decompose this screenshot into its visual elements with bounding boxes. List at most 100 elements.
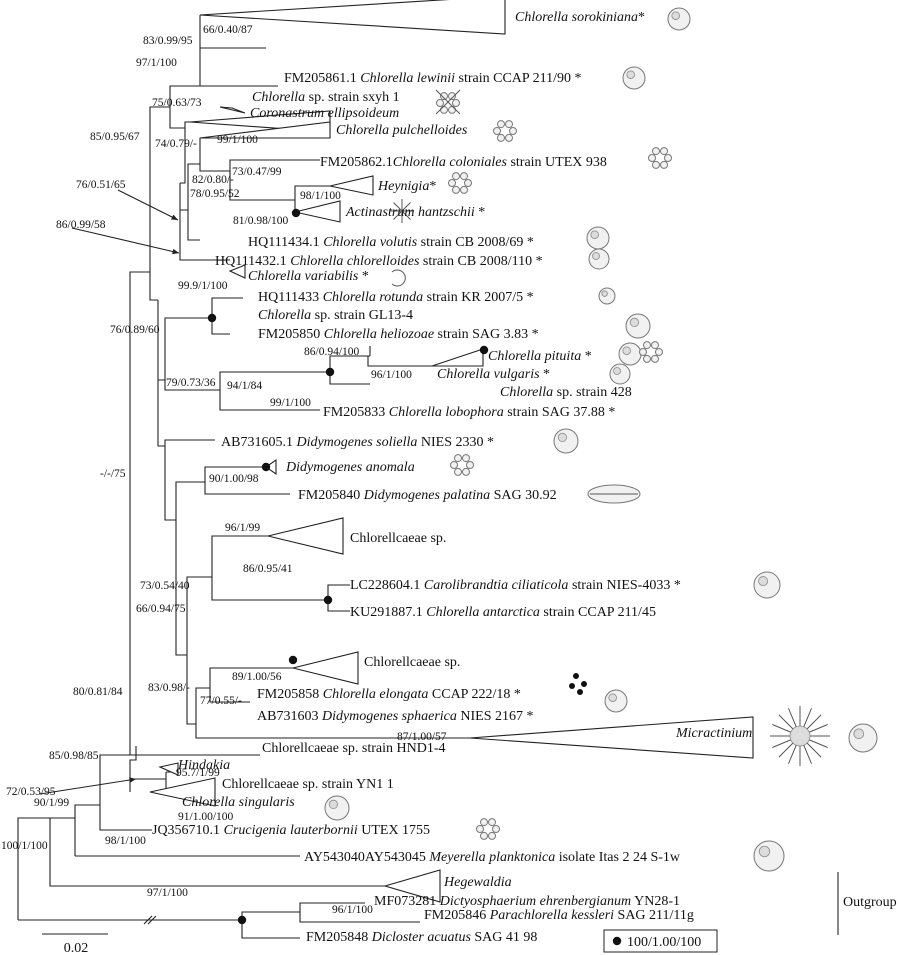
taxon-labels: Chlorella sorokiniana*FM205861.1 Chlorel… (152, 10, 752, 945)
tree-branches (17, 15, 839, 939)
taxon-segment: strain CCAP 211/90 * (455, 71, 582, 86)
colony-cell-icon (652, 147, 660, 156)
taxon-segment: NIES 2330 * (417, 435, 494, 450)
taxon-label-heliozoae: FM205850 Chlorella heliozoae strain SAG … (258, 327, 539, 342)
taxon-segment: strain UTEX 938 (507, 155, 607, 170)
scale-bar-label: 0.02 (64, 941, 89, 955)
taxon-label-anomala: Didymogenes anomala (285, 460, 415, 475)
taxon-label-coloniales: FM205862.1Chlorella coloniales strain UT… (320, 155, 607, 170)
taxon-segment: FM205850 (258, 327, 324, 342)
full-support-dot-4 (261, 462, 271, 472)
taxon-label-volutis: HQ111434.1 Chlorella volutis strain CB 2… (248, 235, 534, 250)
taxon-label-crucigenia: JQ356710.1 Crucigenia lauterbornii UTEX … (152, 823, 430, 838)
support-value-s26: 73/0.54/40 (140, 580, 190, 592)
taxon-segment: Chlorella coloniales (393, 155, 508, 170)
taxon-segment: Chlorella heliozoae (324, 327, 434, 342)
cell-inner-icon-4 (629, 317, 640, 327)
support-value-s29: 83/0.98/- (148, 682, 190, 694)
cell-icon-11 (753, 840, 785, 872)
colony-cell-icon (639, 348, 647, 356)
taxon-segment: AB731605.1 (221, 435, 296, 450)
taxon-label-sphaerica: AB731603 Didymogenes sphaerica NIES 2167… (257, 709, 534, 724)
taxon-segment: FM205840 (298, 488, 364, 503)
support-value-s20: 94/1/84 (227, 380, 262, 392)
legend-box (603, 929, 718, 953)
support-value-s3: 97/1/100 (136, 57, 177, 69)
elongata-cluster-icon (577, 689, 583, 695)
pointer-arrow-1 (71, 227, 180, 254)
elongata-cluster-icon (573, 673, 579, 679)
colony-cell-icon (466, 461, 474, 469)
support-value-s38: 98/1/100 (105, 835, 146, 847)
taxon-segment: isolate Itas 2 24 S-1w (555, 850, 681, 865)
colony-cell-icon (655, 348, 663, 356)
taxon-segment: Micractinium (675, 726, 752, 741)
cell-icon-7 (553, 428, 579, 454)
taxon-segment: Chlorella sorokiniana (515, 10, 638, 25)
support-value-s25: 86/0.95/41 (243, 563, 293, 575)
taxon-segment: SAG 41 98 (471, 930, 538, 945)
taxon-segment: FM205848 (306, 930, 372, 945)
elongata-cluster-icon (569, 683, 575, 689)
taxon-label-chsp1: Chlorellcaeae sp. (350, 531, 446, 546)
support-value-s6: 99/1/100 (217, 134, 258, 146)
colony-cell-icon (454, 467, 462, 476)
taxon-segment: strain CCAP 211/45 (540, 605, 656, 620)
full-support-dot-7 (237, 915, 247, 925)
colony-cell-icon (651, 354, 659, 363)
taxon-segment: sp. strain 428 (553, 385, 632, 400)
taxon-label-rotunda: HQ111433 Chlorella rotunda strain KR 200… (258, 290, 534, 305)
colony-cell-icon (643, 341, 651, 350)
star-cell-icon (393, 202, 403, 212)
taxon-label-vulgaris: Chlorella vulgaris * (437, 367, 550, 382)
support-value-s30: 77/0.55/- (200, 695, 242, 707)
taxon-label-pulchelloides: Chlorella pulchelloides (336, 123, 468, 138)
taxon-label-meyerella: AY543040AY543045 Meyerella planktonica i… (304, 850, 681, 865)
colony-cell-icon (497, 120, 505, 129)
taxon-label-parachlorella: FM205846 Parachlorella kessleri SAG 211/… (424, 908, 694, 923)
support-value-s13: 81/0.98/100 (233, 215, 289, 227)
taxon-label-elongata: FM205858 Chlorella elongata CCAP 222/18 … (257, 687, 521, 702)
colony-cell-icon (464, 179, 472, 187)
full-support-dot-3 (479, 345, 489, 355)
taxon-label-hegewaldia: Hegewaldia (443, 875, 512, 890)
colony-cell-icon (497, 133, 505, 142)
taxon-label-micractinium: Micractinium (675, 726, 752, 741)
colony-cell-icon (476, 825, 484, 833)
colony-cell-icon (460, 172, 468, 181)
colony-cell-icon (509, 127, 517, 135)
taxon-segment: strain SAG 37.88 * (504, 405, 616, 420)
full-support-dot-2 (325, 367, 335, 377)
colony-cell-icon (505, 120, 513, 129)
variabilis-crescent-icon (391, 269, 406, 287)
cell-icon-3 (598, 287, 616, 305)
taxon-segment: Chlorella variabilis (248, 269, 359, 284)
taxon-label-hindakia: Hindakia (177, 758, 230, 773)
arrow-head-1 (172, 248, 179, 255)
taxon-segment: Chlorellcaeae sp. strain HND1-4 (262, 741, 446, 756)
taxon-segment: Dictyosphaerium ehrenbergianum (439, 894, 631, 909)
colony-cell-icon (480, 831, 488, 840)
legend-label: 100/1.00/100 (627, 935, 701, 950)
cell-inner-icon-3 (601, 290, 608, 297)
taxon-segment: Parachlorella kessleri (489, 908, 614, 923)
colony-cell-icon (664, 154, 672, 162)
taxon-segment: Chlorella rotunda (323, 290, 423, 305)
cell-inner-icon-2 (592, 252, 600, 260)
taxon-segment: Chlorellcaeae sp. (364, 655, 460, 670)
cell-inner-icon-10 (853, 728, 865, 740)
support-value-s27: 66/0.94/75 (136, 603, 186, 615)
cell-icon-6 (609, 363, 631, 385)
taxon-segment: Chlorella (258, 308, 311, 323)
taxon-segment: Chlorella elongata (323, 687, 429, 702)
support-value-s4: 75/0.63/73 (152, 97, 202, 109)
colony-cell-icon (505, 133, 513, 142)
taxon-label-actinastrum: Actinastrum hantzschii * (345, 205, 485, 220)
taxon-segment: Chlorella volutis (323, 235, 418, 250)
taxon-label-yn1: Chlorellcaeae sp. strain YN1 1 (222, 777, 394, 792)
taxon-segment: Chlorella lobophora (389, 405, 504, 420)
taxon-segment: Heynigia (377, 179, 429, 194)
taxon-segment: FM205861.1 (284, 71, 360, 86)
collapsed-clades (149, 0, 754, 903)
